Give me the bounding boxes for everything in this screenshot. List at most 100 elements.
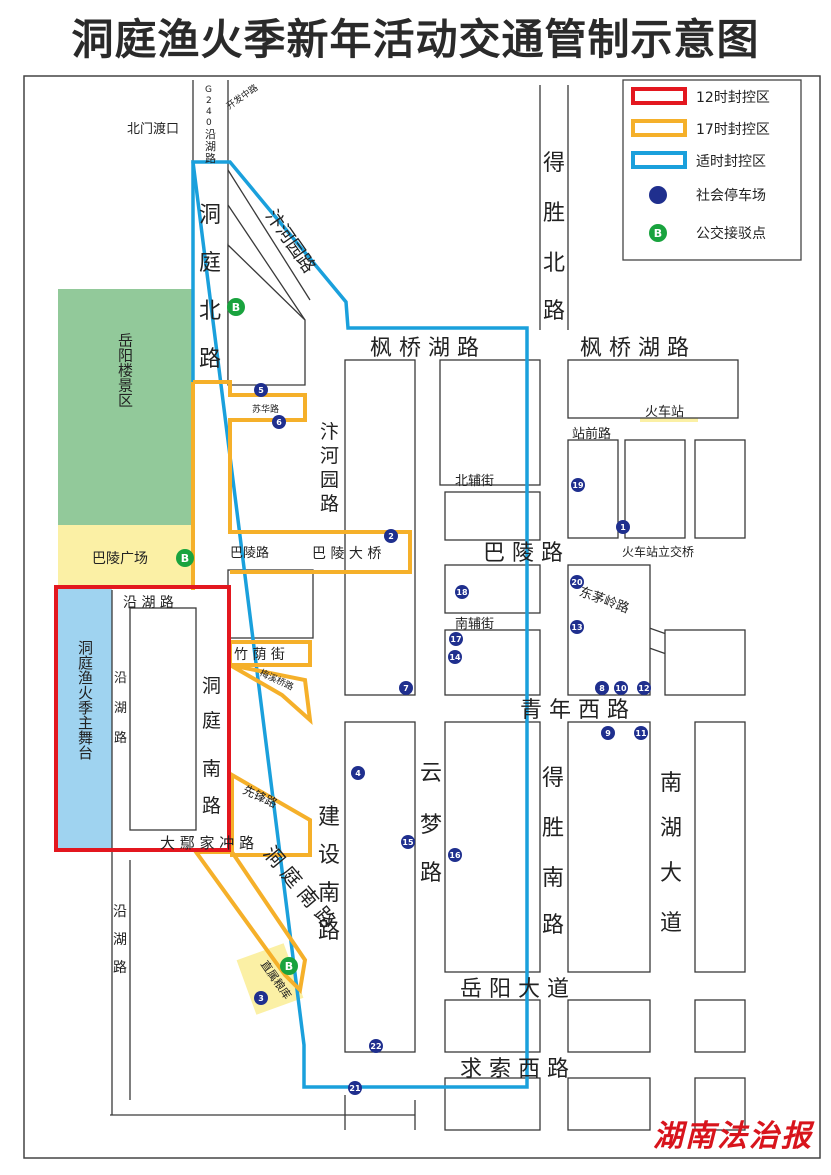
- road-label-desheng-north: 北: [543, 251, 565, 276]
- road-label-zhanqian: 站前路: [572, 426, 611, 442]
- road-label-beifu: 北辅街: [455, 474, 494, 489]
- parking-marker-9: 9: [601, 726, 615, 740]
- road-label-zhuyin: 竹 荫 街: [234, 647, 285, 663]
- road-label-qiusuo-west: 求 索 西 路: [460, 1057, 569, 1082]
- parking-marker-13: 13: [570, 620, 584, 634]
- road-label-fengqiao-east: 枫 桥 湖 路: [580, 336, 689, 361]
- road-label-desheng-south: 南: [542, 866, 564, 891]
- road-label-station-bridge: 火车站立交桥: [622, 544, 694, 559]
- legend-red-swatch: [631, 87, 687, 105]
- svg-text:3: 3: [258, 994, 264, 1003]
- bus-stop-marker: B: [176, 549, 194, 567]
- road-label-bianheyuan: 河: [320, 445, 339, 467]
- road-label-yunmeng: 梦: [420, 813, 442, 838]
- parking-marker-5: 5: [254, 383, 268, 397]
- legend-bus-icon: [649, 224, 667, 242]
- road-label-bianheyuan: 园: [320, 469, 339, 491]
- road-label-yanhu: 湖: [205, 140, 216, 153]
- road-label-desheng-south: 路: [542, 913, 564, 938]
- red-control-zone: [54, 585, 231, 852]
- blue-control-zone: [191, 160, 529, 1089]
- svg-text:10: 10: [615, 684, 627, 693]
- road-label-yanhu: 沿: [205, 128, 216, 141]
- road-label-g240: G: [205, 85, 212, 95]
- square-area: [58, 525, 193, 585]
- parking-marker-19: 19: [571, 478, 585, 492]
- road-label-dongting-north: 庭: [199, 251, 221, 276]
- road-label-desheng-north: 路: [543, 299, 565, 324]
- road-label-jianshe-south: 建: [318, 805, 340, 830]
- scenic-area-label: 岳阳楼景区: [116, 333, 134, 408]
- road-label-yanhu: 路: [205, 152, 216, 165]
- road-edge: [227, 169, 311, 301]
- svg-text:11: 11: [635, 729, 647, 738]
- svg-text:2: 2: [388, 532, 394, 541]
- road-label-fengqiao-west: 枫 桥 湖 路: [370, 336, 479, 361]
- svg-text:5: 5: [258, 386, 264, 395]
- road-label-jianshe-south: 设: [318, 843, 340, 868]
- parking-marker-10: 10: [614, 681, 628, 695]
- svg-text:12: 12: [638, 684, 649, 693]
- parking-marker-8: 8: [595, 681, 609, 695]
- parking-marker-17: 17: [449, 632, 463, 646]
- legend-red-label: 12时封控区: [696, 90, 770, 106]
- train-station-label: 火车站: [645, 404, 684, 420]
- road-label-kaifa: 开发中路: [224, 82, 260, 112]
- legend-orange-label: 17时封控区: [696, 122, 770, 138]
- svg-text:7: 7: [403, 684, 409, 693]
- svg-text:22: 22: [370, 1042, 381, 1051]
- road-label-nanhu: 大: [660, 861, 682, 886]
- parking-marker-20: 20: [570, 575, 584, 589]
- road-label-nanhu: 道: [660, 911, 682, 936]
- road-label-yunmeng: 路: [420, 861, 442, 886]
- road-label-dongting-south: 洞: [202, 675, 221, 697]
- parking-marker-16: 16: [448, 848, 462, 862]
- svg-text:13: 13: [571, 623, 582, 632]
- svg-text:18: 18: [456, 588, 468, 597]
- parking-marker-22: 22: [369, 1039, 383, 1053]
- legend-orange-swatch: [631, 119, 687, 137]
- svg-text:8: 8: [599, 684, 605, 693]
- road-label-bianheyuan: 汴: [320, 421, 339, 443]
- road-label-desheng-north: 胜: [543, 201, 565, 226]
- road-label-dongting-north: 路: [199, 347, 221, 372]
- road-label-yanhu-left: 沿: [114, 671, 127, 686]
- legend-parking-label: 社会停车场: [696, 187, 766, 204]
- road-label-yanhu-lower: 沿: [113, 904, 127, 920]
- legend-bus-label: 公交接驳点: [696, 225, 766, 242]
- svg-text:14: 14: [449, 653, 461, 662]
- scenic-area: [58, 289, 193, 525]
- road-label-g240: 2: [206, 96, 212, 106]
- road-label-meixiqiao: 梅溪桥路: [258, 667, 296, 693]
- legend-blue-swatch: [631, 151, 687, 169]
- road-label-yunmeng: 云: [420, 761, 442, 786]
- road-label-dongting-south: 南: [202, 758, 221, 780]
- parking-marker-14: 14: [448, 650, 462, 664]
- square-label: 巴陵广场: [92, 551, 148, 567]
- parking-marker-2: 2: [384, 529, 398, 543]
- parking-marker-7: 7: [399, 681, 413, 695]
- legend-parking-icon: [649, 186, 667, 204]
- road-label-qingnian-west: 青 年 西 路: [520, 698, 629, 723]
- map-frame: [23, 75, 821, 1159]
- road-label-desheng-south: 胜: [542, 816, 564, 841]
- parking-marker-1: 1: [616, 520, 630, 534]
- road-label-desheng-south: 得: [542, 766, 564, 791]
- parking-marker-6: 6: [272, 415, 286, 429]
- newspaper-watermark: 湖南法治报: [653, 1119, 813, 1154]
- road-label-ferry: 北门渡口: [127, 121, 179, 137]
- svg-text:16: 16: [449, 851, 461, 860]
- city-blocks: [129, 243, 746, 1131]
- svg-text:19: 19: [572, 481, 584, 490]
- legend-blue-label: 适时封控区: [696, 154, 766, 170]
- road-label-bianheyuan: 路: [320, 493, 339, 515]
- road-label-g240: 4: [206, 107, 212, 117]
- road-label-desheng-north: 得: [543, 151, 565, 176]
- svg-text:B: B: [285, 960, 293, 973]
- road-label-nanhu: 南: [660, 771, 682, 796]
- main-stage-label: 洞庭渔火季主舞台: [76, 640, 94, 760]
- parking-marker-21: 21: [348, 1081, 362, 1095]
- svg-text:1: 1: [620, 523, 626, 532]
- road-label-baling-bridge: 巴 陵 大 桥: [312, 546, 381, 562]
